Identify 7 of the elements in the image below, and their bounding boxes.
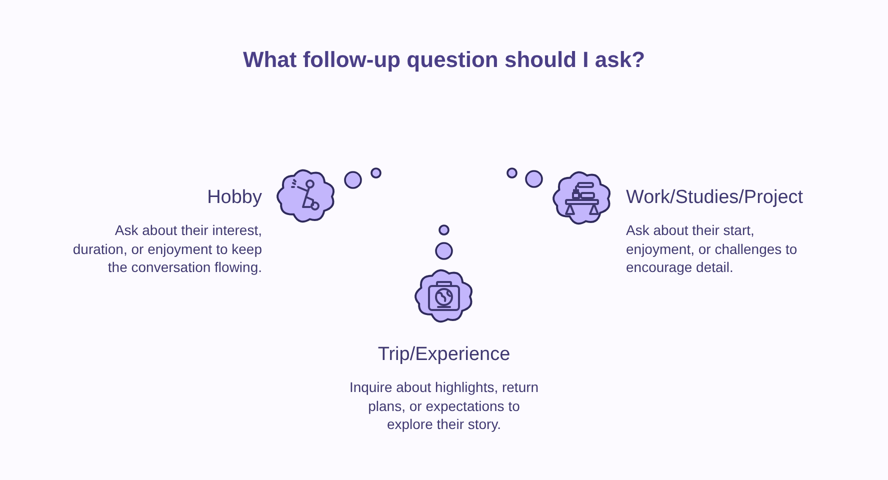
node-description: Ask about their start, enjoyment, or challenges to encourage detail. xyxy=(626,221,798,276)
node-heading: Work/Studies/Project xyxy=(626,186,804,210)
node-heading: Trip/Experience xyxy=(378,343,510,367)
node-description: Ask about their interest, duration, or enjoyment to keep the conversation flowing. xyxy=(72,221,262,276)
title: What follow-up question should I ask? xyxy=(242,47,646,73)
node-description: Inquire about highlights, return plans, or expectations to explore their story. xyxy=(348,378,540,434)
node-heading: Hobby xyxy=(207,186,262,210)
